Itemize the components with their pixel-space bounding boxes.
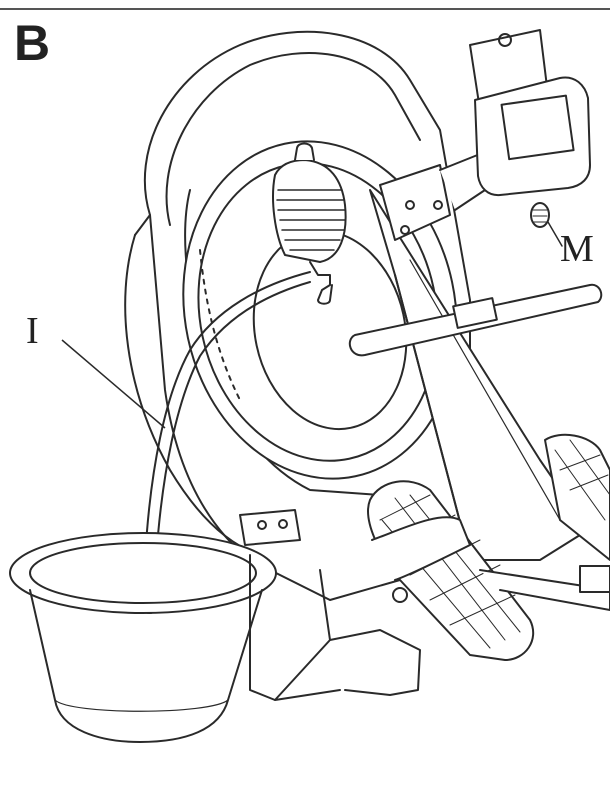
handle-bar [348, 283, 603, 357]
base-frame [239, 509, 610, 701]
monitor-assembly [379, 29, 591, 241]
footrest-left [367, 480, 535, 661]
hand-pump [272, 142, 347, 305]
callout-i-label: I [26, 310, 39, 352]
leader-line-i [61, 339, 166, 429]
main-rail [369, 189, 589, 561]
adjustment-knob [530, 202, 563, 247]
top-divider [0, 8, 610, 10]
step-label: B [14, 15, 51, 71]
callout-m-label: M [560, 228, 594, 270]
bucket [9, 532, 277, 743]
footrest-right [544, 433, 610, 561]
